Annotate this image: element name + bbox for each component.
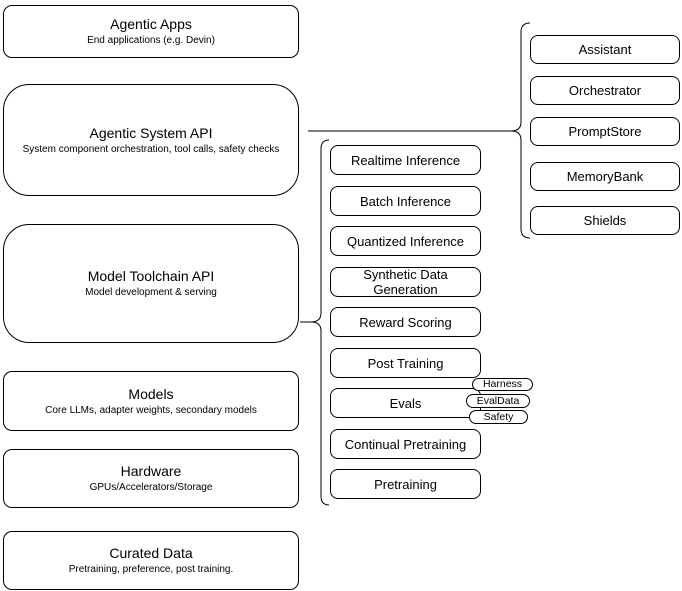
box-title: Models (128, 385, 174, 402)
tag-safety: Safety (469, 410, 528, 424)
box-subtitle: Model development & serving (85, 287, 217, 298)
box-assistant: Assistant (530, 35, 680, 64)
box-post-training: Post Training (330, 348, 481, 378)
box-memorybank: MemoryBank (530, 162, 680, 191)
box-orchestrator: Orchestrator (530, 76, 680, 105)
box-title: Curated Data (109, 545, 193, 561)
box-subtitle: System component orchestration, tool cal… (22, 143, 280, 155)
box-shields: Shields (530, 206, 680, 235)
box-subtitle: Core LLMs, adapter weights, secondary mo… (45, 404, 257, 416)
box-reward-scoring: Reward Scoring (330, 307, 481, 337)
box-curated-data: Curated Data Pretraining, preference, po… (3, 531, 299, 590)
box-continual-pretraining: Continual Pretraining (330, 429, 481, 459)
box-model-toolchain-api: Model Toolchain API Model development & … (3, 224, 299, 343)
box-title: Hardware (120, 463, 182, 479)
box-title: Agentic Apps (110, 16, 192, 32)
bracket-toolchain-components (310, 139, 330, 506)
box-subtitle: Pretraining, preference, post training. (68, 564, 234, 575)
box-batch-inference: Batch Inference (330, 186, 481, 216)
box-models: Models Core LLMs, adapter weights, secon… (3, 371, 299, 431)
box-title: Agentic System API (89, 124, 213, 141)
box-subtitle: GPUs/Accelerators/Storage (89, 482, 213, 493)
box-subtitle: End applications (e.g. Devin) (87, 35, 215, 46)
box-synthetic-data-generation: Synthetic Data Generation (330, 267, 481, 297)
tag-harness: Harness (472, 378, 533, 391)
box-agentic-system-api: Agentic System API System component orch… (3, 84, 299, 196)
box-agentic-apps: Agentic Apps End applications (e.g. Devi… (3, 5, 299, 58)
bracket-system-components (510, 22, 531, 239)
box-realtime-inference: Realtime Inference (330, 145, 481, 175)
box-pretraining: Pretraining (330, 469, 481, 499)
box-evals: Evals (330, 388, 481, 418)
tag-evaldata: EvalData (466, 394, 530, 408)
box-promptstore: PromptStore (530, 117, 680, 146)
box-title: Model Toolchain API (87, 268, 215, 284)
box-hardware: Hardware GPUs/Accelerators/Storage (3, 449, 299, 508)
box-quantized-inference: Quantized Inference (330, 226, 481, 256)
